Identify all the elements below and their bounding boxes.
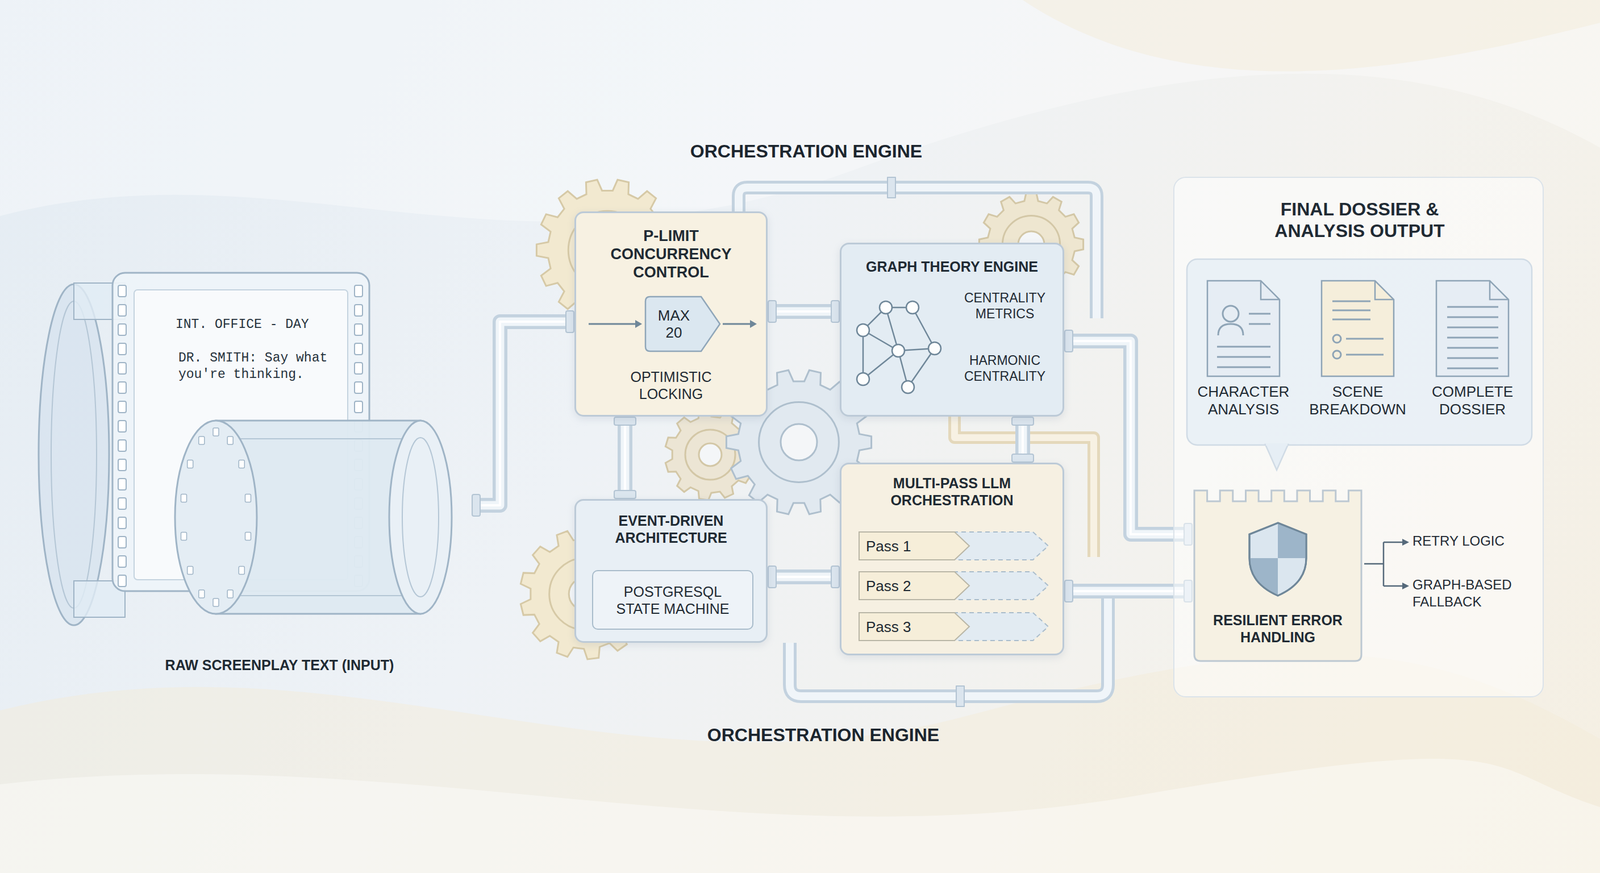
pipe-highlight [767, 310, 840, 313]
box-note: OPTIMISTIC LOCKING [614, 368, 728, 403]
fallback-label: GRAPH-BASED FALLBACK [1412, 576, 1541, 611]
pipe-flange [565, 310, 574, 333]
film-reel-input-art [28, 232, 472, 699]
panel-title: FINAL DOSSIER & ANALYSIS OUTPUT [1234, 198, 1485, 242]
pipe-highlight [767, 575, 840, 578]
section-title: ORCHESTRATION ENGINE [664, 140, 949, 162]
document-label: SCENE BREAKDOWN [1299, 382, 1416, 419]
process-box: GRAPH THEORY ENGINE CENTRALITY METRICS HAR… [839, 242, 1065, 417]
metric-text: HARMONIC CENTRALITY [952, 352, 1058, 385]
state-text: POSTGRESQL STATE MACHINE [601, 582, 744, 618]
metric-text: CENTRALITY METRICS [952, 289, 1058, 322]
pass-step: Pass 1 [856, 530, 1051, 562]
pipe-flange [614, 417, 636, 425]
pipe-outer [767, 569, 840, 585]
pipe-flange [1064, 330, 1073, 352]
pipe-highlight [623, 416, 627, 499]
box-heading: P-LIMIT CONCURRENCY CONTROL [597, 226, 745, 282]
pipe-flange [768, 565, 777, 588]
error-handler-box: RESILIENT ERROR HANDLING [1192, 488, 1364, 663]
box-heading: GRAPH THEORY ENGINE [847, 257, 1057, 275]
pipe-flange [831, 565, 840, 588]
document-icon: COMPLETE DOSSIER [1414, 278, 1531, 421]
limit-badge: MAX 20 [644, 295, 722, 353]
document-label: CHARACTER ANALYSIS [1185, 382, 1302, 419]
document-icon: CHARACTER ANALYSIS [1185, 278, 1302, 421]
pipe-flange [1011, 453, 1034, 462]
pipe-flange [1064, 580, 1073, 602]
gears [520, 179, 1083, 660]
pipe-inner [471, 321, 575, 506]
process-box: P-LIMIT CONCURRENCY CONTROL OPTIMISTIC LO… [574, 211, 768, 417]
pass-step: Pass 2 [856, 569, 1051, 602]
pipe-outer [617, 416, 633, 499]
limit-value: MAX 20 [653, 306, 695, 341]
pipe-highlight [471, 321, 575, 506]
pass-step: Pass 3 [856, 610, 1051, 643]
process-box: EVENT-DRIVEN ARCHITECTURE POSTGRESQL STAT… [574, 498, 768, 643]
wave [0, 758, 1600, 873]
process-box: MULTI-PASS LLM ORCHESTRATION Pass 1 Pass 2… [839, 462, 1065, 656]
output-panel: FINAL DOSSIER & ANALYSIS OUTPUT CHARACTER… [1173, 176, 1544, 698]
pipe-flange [614, 490, 636, 499]
pipe-connector [767, 565, 840, 588]
pipe-flange [472, 494, 481, 516]
box-heading: RESILIENT ERROR HANDLING [1200, 611, 1356, 646]
input-caption: RAW SCREENPLAY TEXT (INPUT) [154, 656, 405, 674]
pipe-connector [614, 416, 636, 499]
pipe-connector [1011, 416, 1034, 463]
wave [1022, 0, 1600, 72]
gear-ring [759, 402, 840, 483]
section-title: ORCHESTRATION ENGINE [681, 723, 966, 746]
gear-hub [698, 443, 722, 466]
fallback-label: RETRY LOGIC [1412, 532, 1541, 550]
screenplay-line: INT. OFFICE - DAY [175, 316, 341, 333]
screenplay-line: DR. SMITH: Say what you're thinking. [178, 350, 344, 383]
decor-pipes [738, 177, 1108, 707]
pass-label: Pass 2 [865, 577, 912, 595]
document-label: COMPLETE DOSSIER [1414, 382, 1531, 419]
document-icon: SCENE BREAKDOWN [1299, 278, 1416, 421]
pipe-outer [767, 303, 840, 319]
pass-label: Pass 3 [865, 618, 912, 636]
state-box: POSTGRESQL STATE MACHINE [592, 569, 754, 630]
film-reel-input: INT. OFFICE - DAY DR. SMITH: Say what you… [28, 232, 472, 699]
pass-label: Pass 1 [865, 537, 912, 555]
pipe-connector [767, 300, 840, 323]
gear-hub [780, 423, 818, 461]
pipe-flange [831, 300, 840, 323]
pipe-inner [767, 307, 840, 316]
pipe-connector [471, 310, 575, 516]
pipe-flange [1011, 417, 1034, 425]
pipe-inner [767, 572, 840, 582]
pipe-flange [768, 300, 777, 323]
pipe-inner [621, 416, 630, 499]
box-heading: MULTI-PASS LLM ORCHESTRATION [861, 474, 1044, 509]
box-heading: EVENT-DRIVEN ARCHITECTURE [594, 511, 748, 547]
pipe-outer [471, 321, 575, 506]
